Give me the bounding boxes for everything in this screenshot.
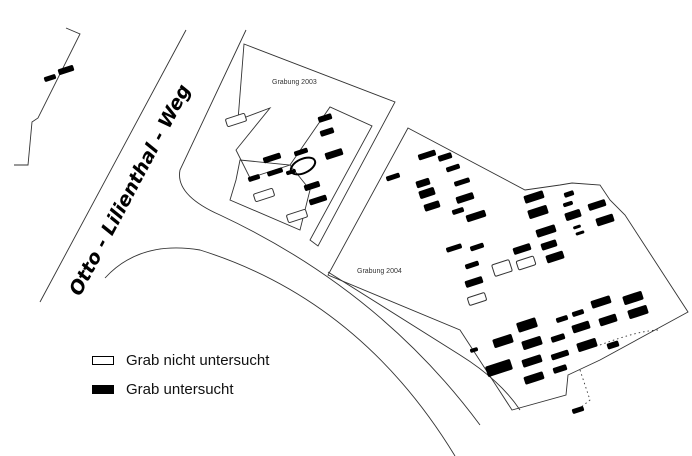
grave-examined: [43, 74, 57, 82]
grave-not-examined: [253, 187, 275, 203]
excavation-2003-inner: [229, 159, 311, 231]
grave-not-examined: [515, 255, 537, 271]
legend-item-not-examined: Grab nicht untersucht: [92, 352, 269, 369]
grave-examined: [465, 209, 487, 223]
dotted-extension: [574, 329, 661, 413]
grave-examined: [423, 200, 441, 212]
grave-examined: [415, 177, 431, 189]
grave-examined: [622, 291, 644, 305]
grave-examined: [555, 315, 569, 323]
grave-examined: [267, 167, 283, 177]
road-edge-left: [39, 29, 187, 303]
grave-examined: [454, 177, 470, 187]
legend-item-examined: Grab untersucht: [92, 381, 234, 398]
grave-examined: [606, 340, 620, 350]
grave-examined: [571, 406, 585, 414]
grave-examined: [523, 190, 545, 204]
grave-ring-feature: [289, 156, 317, 176]
grave-examined: [550, 333, 566, 343]
grave-examined: [303, 181, 321, 191]
grave-examined: [293, 147, 309, 157]
grave-not-examined: [491, 259, 513, 277]
excavation-2004-boundary: [327, 127, 689, 411]
top-left-strip: [14, 27, 81, 166]
grave-examined: [57, 65, 75, 75]
grave-examined: [552, 364, 568, 374]
grave-examined: [576, 338, 598, 352]
grave-examined: [262, 152, 282, 164]
grave-not-examined: [286, 208, 308, 224]
excavation-2003-label: Grabung 2003: [272, 79, 317, 86]
grave-examined: [521, 354, 543, 368]
grave-examined: [545, 250, 565, 264]
grave-examined: [437, 152, 453, 162]
road-curb: [104, 247, 456, 456]
grave-examined: [308, 194, 328, 206]
grave-examined: [540, 239, 558, 251]
grave-examined: [563, 200, 573, 208]
road-edge-right: [179, 29, 481, 426]
grave-examined: [516, 317, 538, 333]
road-label: Otto - Lilienthal - Weg: [65, 81, 195, 300]
grave-examined: [385, 172, 401, 182]
grave-examined: [627, 305, 649, 319]
grave-examined: [575, 230, 585, 236]
grave-examined: [445, 163, 461, 173]
grave-examined: [417, 149, 437, 161]
grave-examined: [469, 242, 485, 252]
grave-examined: [492, 334, 514, 348]
grave-examined: [523, 371, 545, 385]
grave-examined: [564, 209, 582, 221]
grave-not-examined: [467, 292, 487, 306]
grave-examined: [324, 148, 344, 160]
path-edge: [327, 271, 521, 411]
grave-examined: [469, 347, 479, 353]
graves: [43, 65, 649, 414]
grave-examined: [590, 295, 612, 309]
grave-examined: [535, 224, 557, 238]
grave-examined: [418, 187, 436, 199]
grave-examined: [587, 199, 607, 211]
legend-label: Grab untersucht: [126, 381, 234, 398]
grave-examined: [455, 192, 475, 204]
grave-examined: [573, 224, 581, 230]
excavation-2004-label: Grabung 2004: [357, 268, 402, 275]
grave-examined: [247, 174, 261, 182]
grave-examined: [464, 260, 480, 270]
excavation-2003-boundary: [235, 43, 396, 247]
grave-examined: [521, 336, 543, 350]
grave-examined: [317, 113, 333, 123]
grave-examined: [571, 309, 585, 317]
filled-grave-swatch-icon: [92, 385, 114, 394]
grave-examined: [595, 213, 615, 227]
grave-examined: [512, 243, 532, 255]
outline-grave-swatch-icon: [92, 356, 114, 365]
legend-label: Grab nicht untersucht: [126, 352, 270, 369]
grave-examined: [527, 205, 549, 219]
grave-examined: [464, 276, 484, 288]
grave-examined: [550, 349, 570, 361]
grave-not-examined: [225, 112, 247, 128]
grave-examined: [446, 243, 462, 253]
grave-examined: [598, 313, 618, 327]
grave-examined: [563, 190, 575, 198]
boundaries: [14, 27, 689, 456]
grave-examined: [571, 320, 591, 334]
grave-examined: [319, 127, 335, 137]
grave-examined: [485, 359, 513, 377]
grave-examined: [451, 207, 465, 215]
